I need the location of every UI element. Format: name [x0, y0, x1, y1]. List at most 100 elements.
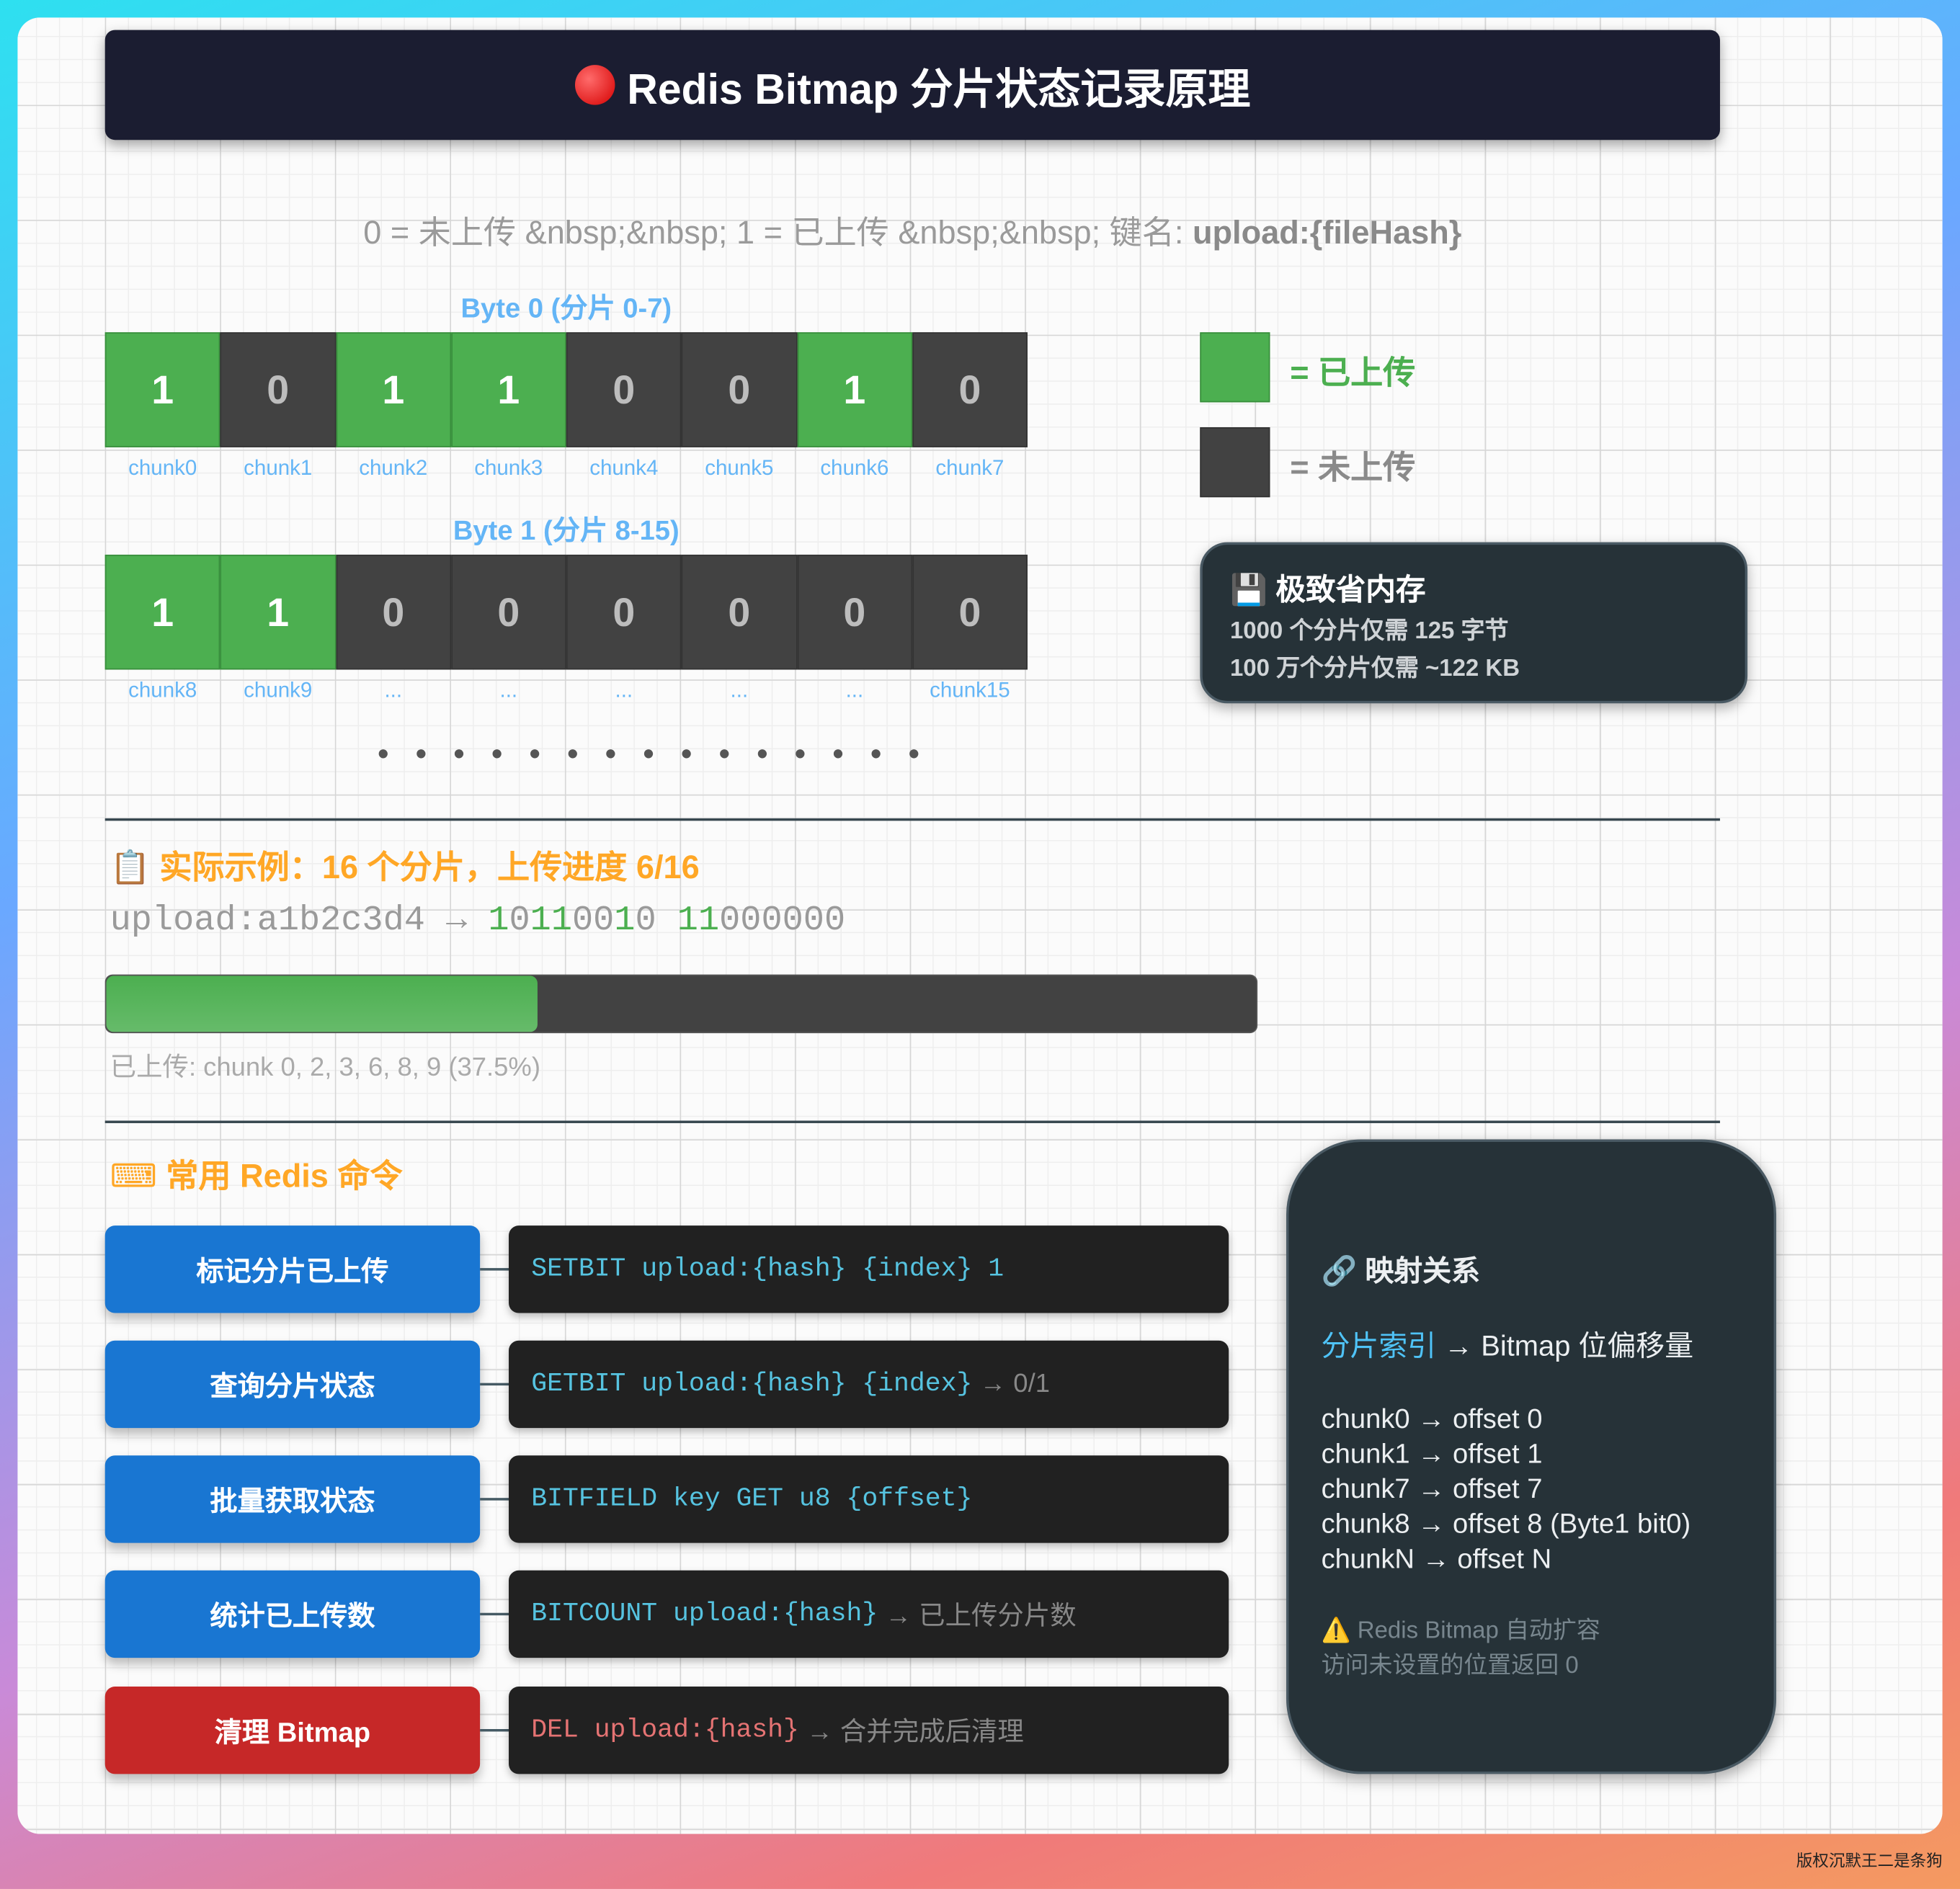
example-key: upload:a1b2c3d4 →	[110, 902, 489, 941]
command-button-label: 查询分片状态	[210, 1370, 375, 1402]
command-note: → 合并完成后清理	[806, 1718, 1024, 1747]
chunk-label: ...	[384, 678, 403, 702]
example-bit: 0	[719, 902, 741, 941]
mapping-sub-rest: → Bitmap 位偏移量	[1436, 1329, 1694, 1362]
commands-title: 常用 Redis 命令	[166, 1156, 403, 1194]
memory-line: 1000 个分片仅需 125 字节	[1229, 618, 1509, 645]
byte1-label: Byte 1 (分片 8-15)	[453, 514, 680, 546]
link-icon: 🔗	[1321, 1254, 1358, 1287]
bit-cell: 0	[335, 554, 451, 670]
command-code: BITFIELD key GET u8 {offset}	[509, 1455, 1229, 1543]
mapping-warning: Redis Bitmap 自动扩容	[1357, 1617, 1600, 1645]
chunk-label: chunk7	[935, 455, 1004, 480]
bit-cell: 1	[450, 332, 566, 447]
example-bit: 0	[803, 902, 824, 941]
bit-cell: 1	[104, 554, 220, 670]
connector-line	[480, 1268, 509, 1271]
bit-cell: 0	[912, 332, 1028, 447]
command-button-label: 批量获取状态	[210, 1485, 375, 1517]
example-bit: 1	[698, 902, 720, 941]
chunk-label: chunk2	[359, 455, 428, 480]
memory-info-box: 💾 极致省内存 1000 个分片仅需 125 字节 100 万个分片仅需 ~12…	[1200, 542, 1748, 704]
command-button[interactable]: 批量获取状态	[104, 1455, 481, 1543]
progress-caption: 已上传: chunk 0, 2, 3, 6, 8, 9 (37.5%)	[110, 1053, 540, 1082]
command-button[interactable]: 标记分片已上传	[104, 1225, 481, 1313]
example-bit: 1	[488, 902, 509, 941]
command-code: DEL upload:{hash}→ 合并完成后清理	[509, 1687, 1229, 1774]
example-bit: 0	[509, 902, 530, 941]
example-bit: 1	[614, 902, 636, 941]
mapping-line: chunkN → offset N	[1321, 1542, 1552, 1574]
progress-fill	[106, 975, 538, 1032]
example-heading: 📋 实际示例：16 个分片，上传进度 6/16	[110, 842, 700, 888]
commands-heading: ⌨ 常用 Redis 命令	[110, 1151, 403, 1197]
bit-cell: 1	[104, 332, 220, 447]
mapping-warning-note: 访问未设置的位置返回 0	[1321, 1653, 1579, 1679]
command-code: SETBIT upload:{hash} {index} 1	[509, 1225, 1229, 1313]
bit-cell: 0	[681, 554, 797, 670]
legend-uploaded-label: = 已上传	[1290, 353, 1416, 391]
chunk-label: ...	[845, 678, 864, 702]
command-button[interactable]: 查询分片状态	[104, 1340, 481, 1429]
command-text: BITCOUNT upload:{hash}	[531, 1599, 878, 1629]
command-button[interactable]: 清理 Bitmap	[104, 1687, 481, 1774]
example-bit: 0	[571, 902, 594, 941]
mapping-line: chunk7 → offset 7	[1321, 1473, 1543, 1504]
keyboard-icon: ⌨	[110, 1156, 157, 1194]
chunk-label: chunk9	[244, 678, 313, 702]
chunk-label: ...	[615, 678, 633, 702]
chunk-label: chunk8	[128, 678, 197, 702]
connector-line	[480, 1383, 509, 1386]
chunk-label: chunk5	[705, 455, 774, 480]
floppy-disk-icon: 💾	[1229, 573, 1268, 607]
bit-cell: 1	[796, 332, 912, 447]
mapping-line: chunk1 → offset 1	[1321, 1437, 1543, 1470]
command-button-label: 统计已上传数	[210, 1600, 375, 1632]
example-bit: 0	[635, 902, 656, 941]
byte0-label: Byte 0 (分片 0-7)	[460, 292, 672, 324]
bit-cell: 0	[220, 332, 336, 447]
example-bit: 0	[761, 902, 783, 941]
chunk-label: chunk4	[589, 455, 659, 480]
example-bits: 10110010 11000000	[488, 902, 845, 941]
byte1-chunk-labels: chunk8 chunk9............... chunk15	[105, 679, 1028, 704]
subtitle: 0 = 未上传 &nbsp;&nbsp; 1 = 已上传 &nbsp;&nbsp…	[0, 207, 1825, 254]
subtitle-text: 0 = 未上传 &nbsp;&nbsp; 1 = 已上传 &nbsp;&nbsp…	[363, 213, 1193, 251]
watermark: 版权沉默王二是条狗	[1796, 1851, 1943, 1870]
command-button-label: 清理 Bitmap	[214, 1716, 371, 1749]
command-text: SETBIT upload:{hash} {index} 1	[531, 1254, 1004, 1284]
chunk-label: ...	[730, 678, 749, 702]
command-text: GETBIT upload:{hash} {index}	[531, 1370, 973, 1399]
connector-line	[480, 1612, 509, 1616]
connector-line	[480, 1728, 509, 1732]
warning-icon: ⚠️	[1321, 1617, 1351, 1645]
bit-cell: 1	[335, 332, 451, 447]
bit-cell: 0	[566, 554, 682, 670]
mapping-sub-highlight: 分片索引	[1321, 1329, 1437, 1362]
connector-line	[480, 1498, 509, 1501]
example-bit: 0	[824, 902, 846, 941]
title-banner: Redis Bitmap 分片状态记录原理	[104, 30, 1720, 140]
command-button[interactable]: 统计已上传数	[104, 1570, 481, 1658]
example-title: 实际示例：16 个分片，上传进度 6/16	[159, 848, 700, 886]
red-circle-icon	[574, 65, 615, 105]
divider	[104, 1120, 1720, 1123]
chunk-label: chunk15	[930, 678, 1010, 702]
example-bit: 0	[740, 902, 762, 941]
bit-cell: 0	[796, 554, 912, 670]
chunk-label: chunk1	[244, 455, 313, 480]
divider	[104, 818, 1720, 821]
mapping-box: 🔗 映射关系 分片索引 → Bitmap 位偏移量 chunk0 → offse…	[1286, 1139, 1777, 1774]
legend-not-uploaded-swatch	[1200, 427, 1270, 498]
chunk-label: ...	[499, 678, 518, 702]
legend-not-uploaded-label: = 未上传	[1290, 448, 1416, 486]
mapping-line: chunk8 → offset 8 (Byte1 bit0)	[1321, 1508, 1691, 1540]
command-text: DEL upload:{hash}	[531, 1715, 799, 1745]
subtitle-key: upload:{fileHash}	[1192, 213, 1462, 251]
bit-cell: 0	[450, 554, 566, 670]
command-button-label: 标记分片已上传	[196, 1255, 389, 1287]
bit-cell: 0	[681, 332, 797, 447]
